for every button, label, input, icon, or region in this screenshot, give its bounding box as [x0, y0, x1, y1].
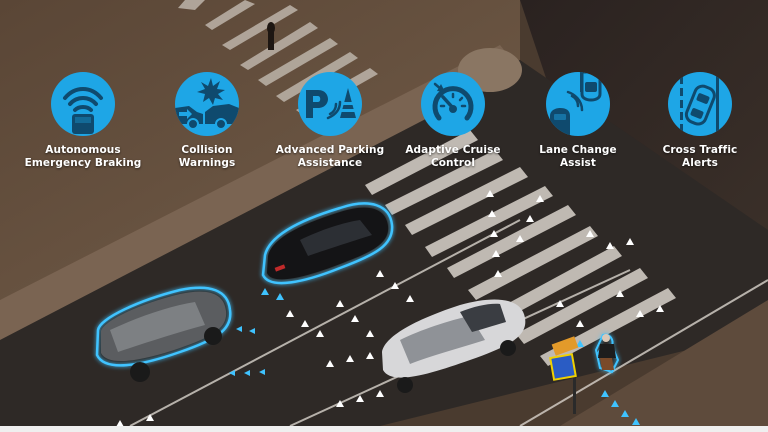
feature-advanced-parking-assistance: Advanced Parking Assistance: [260, 72, 400, 170]
feature-label-line1: Adaptive Cruise: [405, 144, 501, 156]
parking-assist-icon: [298, 72, 362, 136]
feature-label: Lane Change Assist: [508, 144, 648, 170]
feature-label-line1: Advanced Parking: [275, 144, 385, 156]
feature-label: Autonomous Emergency Braking: [13, 144, 153, 170]
feature-lane-change-assist: Lane Change Assist: [508, 72, 648, 170]
collision-warning-icon: [175, 72, 239, 136]
feature-label-line2: Assist: [559, 157, 597, 169]
feature-label: Collision Warnings: [137, 144, 277, 170]
feature-label: Advanced Parking Assistance: [260, 144, 400, 170]
feature-label-line2: Warnings: [178, 157, 236, 169]
cruise-control-icon: [421, 72, 485, 136]
bottom-border-strip: [0, 426, 768, 432]
feature-label-line1: Autonomous: [45, 144, 121, 156]
feature-collision-warnings: Collision Warnings: [137, 72, 277, 170]
cross-traffic-icon: [668, 72, 732, 136]
feature-label: Cross Traffic Alerts: [630, 144, 768, 170]
feature-label-line2: Control: [430, 157, 476, 169]
feature-label: Adaptive Cruise Control: [383, 144, 523, 170]
feature-cross-traffic-alerts: Cross Traffic Alerts: [630, 72, 768, 170]
emergency-braking-icon: [51, 72, 115, 136]
feature-label-line1: Collision: [181, 144, 233, 156]
feature-label-line2: Emergency Braking: [24, 157, 142, 169]
feature-label-line1: Cross Traffic: [662, 144, 738, 156]
feature-label-line2: Assistance: [297, 157, 363, 169]
adas-feature-row: Autonomous Emergency Braking Collision W…: [0, 72, 768, 182]
lane-change-icon: [546, 72, 610, 136]
feature-label-line2: Alerts: [682, 157, 718, 169]
feature-autonomous-emergency-braking: Autonomous Emergency Braking: [13, 72, 153, 170]
feature-adaptive-cruise-control: Adaptive Cruise Control: [383, 72, 523, 170]
feature-label-line1: Lane Change: [539, 144, 617, 156]
